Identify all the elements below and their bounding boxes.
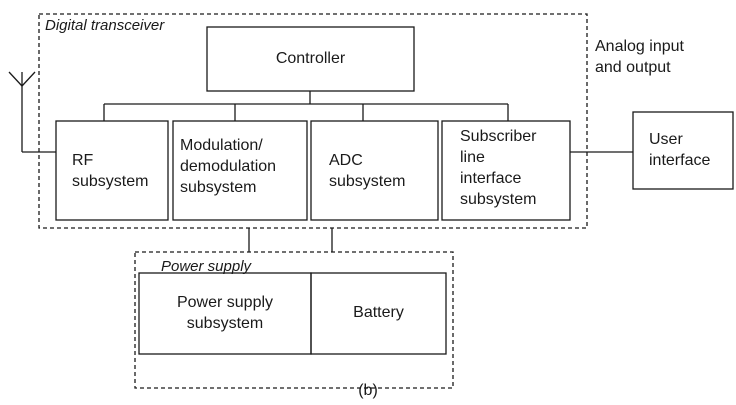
modulation-box [172, 120, 308, 221]
adc-label: ADC subsystem [329, 152, 406, 190]
analog-io-note: Analog input and output [595, 38, 684, 76]
figure-caption: (b) [358, 382, 378, 399]
subscriber-line-box [441, 120, 571, 221]
user-interface-label: User interface [649, 131, 711, 169]
power-supply-label: Power supply [161, 258, 252, 275]
antenna-arm-left [8, 71, 23, 87]
rf-subsystem-label: RF subsystem [72, 152, 149, 190]
subscriber-line-label: Subscriber line interface subsystem [460, 128, 537, 208]
power-supply-frame [134, 251, 454, 389]
digital-transceiver-frame [38, 13, 588, 229]
digital-transceiver-label: Digital transceiver [45, 17, 165, 34]
battery-box [310, 272, 447, 355]
rf-subsystem-box [55, 120, 169, 221]
adc-box [310, 120, 439, 221]
battery-label: Battery [353, 304, 404, 321]
user-interface-box [632, 111, 734, 190]
controller-label: Controller [275, 50, 346, 67]
modulation-label: Modulation/ demodulation subsystem [180, 137, 277, 196]
power-supply-subsystem-label: Power supply subsystem [176, 294, 274, 332]
antenna-arm-right [21, 71, 36, 87]
